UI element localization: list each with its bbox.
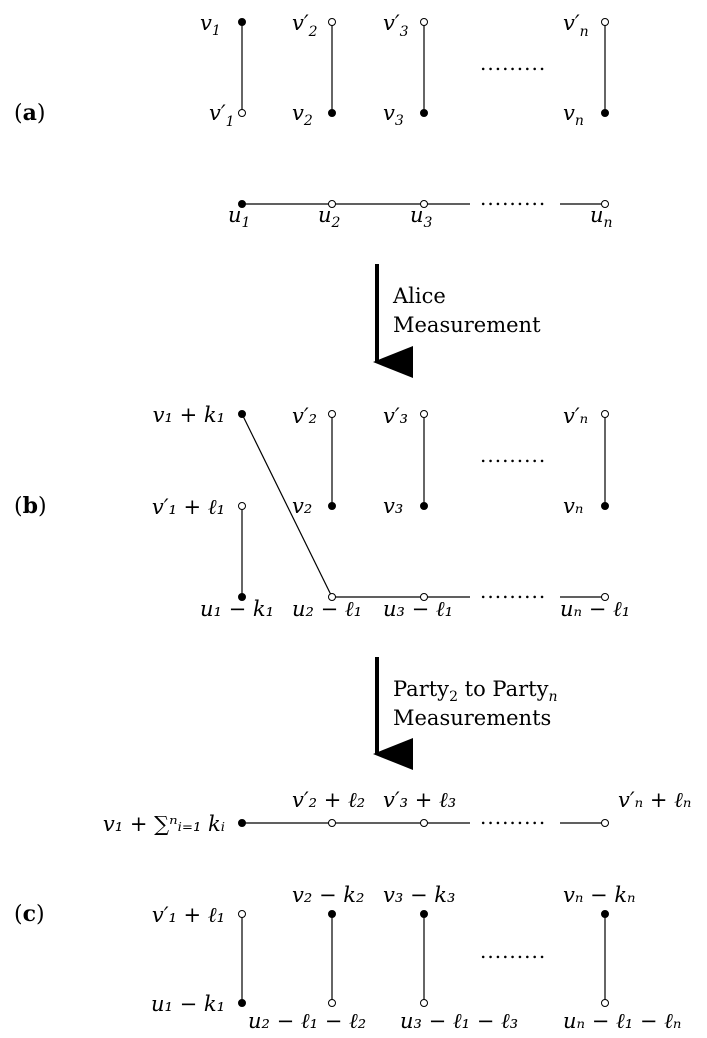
node-c-un bbox=[601, 999, 609, 1007]
panel-c-label: (c) bbox=[14, 901, 45, 927]
node-a-u2 bbox=[328, 200, 336, 208]
node-c-v3 bbox=[420, 910, 428, 918]
node-a-v2p bbox=[328, 18, 336, 26]
label-c-v1sum: v₁ + ∑ⁿᵢ₌₁ kᵢ bbox=[103, 812, 225, 836]
node-b-vn bbox=[601, 502, 609, 510]
label-a-v1: v1 bbox=[200, 11, 221, 39]
label-b-u1k1: u₁ − k₁ bbox=[200, 597, 274, 621]
node-c-v1p bbox=[238, 910, 246, 918]
node-b-u2 bbox=[328, 593, 336, 601]
label-c-v2pl2: v′₂ + ℓ₂ bbox=[292, 788, 365, 812]
node-b-v1p bbox=[238, 502, 246, 510]
label-a-v2p: v′2 bbox=[292, 11, 318, 40]
label-a-vnp: v′n bbox=[563, 11, 589, 40]
node-c-v2 bbox=[328, 910, 336, 918]
label-c-u2l1l2: u₂ − ℓ₁ − ℓ₂ bbox=[248, 1009, 366, 1033]
node-c-vn bbox=[601, 910, 609, 918]
node-c-v3p bbox=[420, 819, 428, 827]
node-a-v2 bbox=[328, 109, 336, 117]
node-c-u3 bbox=[420, 999, 428, 1007]
step-parties-line2: Measurements bbox=[393, 706, 551, 730]
label-c-v2k2: v₂ − k₂ bbox=[292, 883, 364, 907]
label-c-v1pl1: v′₁ + ℓ₁ bbox=[152, 903, 225, 927]
label-b-v2: v₂ bbox=[292, 494, 312, 518]
node-b-v3 bbox=[420, 502, 428, 510]
label-b-v2p: v′₂ bbox=[292, 404, 317, 428]
ellipsis-a-bottom: ......... bbox=[480, 186, 546, 210]
panel-b-label: (b) bbox=[14, 493, 47, 519]
node-a-vn bbox=[601, 109, 609, 117]
ellipsis-a-top: ......... bbox=[480, 51, 546, 75]
node-a-v3 bbox=[420, 109, 428, 117]
ellipsis-c-bottom: ......... bbox=[480, 939, 546, 963]
step-parties-line1: Party2 to Partyn bbox=[393, 677, 558, 705]
label-b-v1k1: v₁ + k₁ bbox=[153, 403, 225, 427]
node-a-v1 bbox=[238, 18, 246, 26]
node-b-un bbox=[601, 593, 609, 601]
label-b-vn: vₙ bbox=[563, 494, 583, 518]
label-a-u1: u1 bbox=[228, 203, 250, 231]
node-a-un bbox=[601, 200, 609, 208]
label-c-vnpln: v′ₙ + ℓₙ bbox=[618, 788, 691, 812]
label-c-v3pl3: v′₃ + ℓ₃ bbox=[383, 788, 456, 812]
label-a-u2: u2 bbox=[318, 203, 341, 231]
node-b-v1 bbox=[238, 410, 246, 418]
label-c-unl1ln: uₙ − ℓ₁ − ℓₙ bbox=[563, 1009, 681, 1033]
step-alice-line2: Measurement bbox=[393, 313, 541, 337]
label-c-u1k1: u₁ − k₁ bbox=[151, 992, 225, 1016]
label-b-unl1: uₙ − ℓ₁ bbox=[560, 597, 630, 621]
label-a-vn: vn bbox=[563, 101, 584, 129]
edge-b-v1-u2 bbox=[241, 413, 333, 598]
node-b-u3 bbox=[420, 593, 428, 601]
label-a-un: un bbox=[590, 203, 613, 231]
node-c-u1 bbox=[238, 999, 246, 1007]
label-b-vnp: v′ₙ bbox=[563, 404, 588, 428]
node-c-vnp bbox=[601, 819, 609, 827]
node-b-u1 bbox=[238, 593, 246, 601]
label-b-v3: v₃ bbox=[383, 494, 403, 518]
label-b-u2l1: u₂ − ℓ₁ bbox=[292, 597, 362, 621]
node-a-vnp bbox=[601, 18, 609, 26]
node-c-v1 bbox=[238, 819, 246, 827]
node-a-u3 bbox=[420, 200, 428, 208]
node-b-v3p bbox=[420, 410, 428, 418]
node-c-u2 bbox=[328, 999, 336, 1007]
label-c-u3l1l3: u₃ − ℓ₁ − ℓ₃ bbox=[400, 1009, 518, 1033]
label-a-u3: u3 bbox=[410, 203, 433, 231]
node-b-v2 bbox=[328, 502, 336, 510]
panel-a-label: (a) bbox=[14, 100, 45, 126]
ellipsis-b-top: ......... bbox=[480, 443, 546, 467]
ellipsis-b-bottom: ......... bbox=[480, 579, 546, 603]
label-a-v1p: v′1 bbox=[209, 101, 235, 130]
node-a-v3p bbox=[420, 18, 428, 26]
node-c-v2p bbox=[328, 819, 336, 827]
label-a-v3: v3 bbox=[383, 101, 404, 129]
step-alice-line1: Alice bbox=[392, 284, 446, 308]
label-b-u3l1: u₃ − ℓ₁ bbox=[383, 597, 453, 621]
label-b-v1pl1: v′₁ + ℓ₁ bbox=[152, 495, 225, 519]
label-a-v2: v2 bbox=[292, 101, 313, 129]
label-a-v3p: v′3 bbox=[383, 11, 409, 40]
label-c-v3k3: v₃ − k₃ bbox=[383, 883, 455, 907]
node-a-u1 bbox=[238, 200, 246, 208]
node-a-v1p bbox=[238, 109, 246, 117]
label-c-vnkn: vₙ − kₙ bbox=[563, 883, 636, 907]
node-b-vnp bbox=[601, 410, 609, 418]
ellipsis-c-top: ......... bbox=[480, 805, 546, 829]
node-b-v2p bbox=[328, 410, 336, 418]
label-b-v3p: v′₃ bbox=[383, 404, 408, 428]
